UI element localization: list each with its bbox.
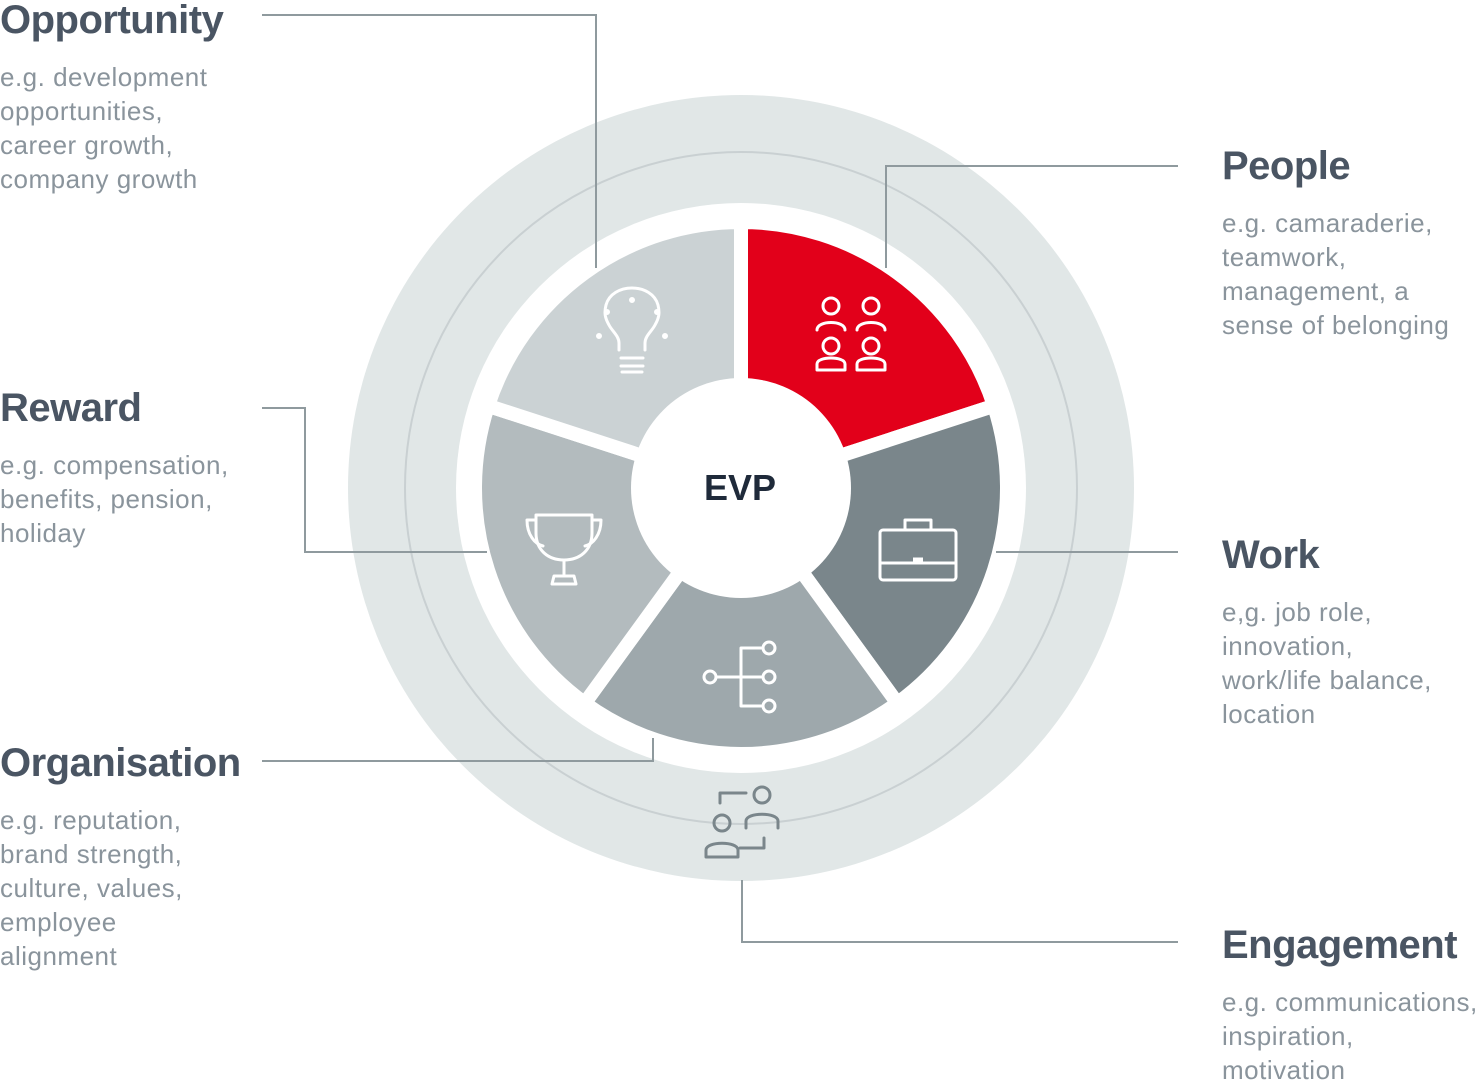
engagement-label: Engagement e.g. communications, inspirat… [1222,925,1478,1087]
organisation-label: Organisation e.g. reputation, brand stre… [0,743,241,973]
work-description: e,g. job role, innovation, work/life bal… [1222,597,1432,729]
briefcase-icon [878,518,958,582]
work-title: Work [1222,533,1320,577]
trophy-icon [525,513,603,586]
connector-opportunity [262,14,597,268]
outer-ring-line [404,151,1078,825]
engagement-title: Engagement [1222,923,1458,967]
organisation-title: Organisation [0,741,241,785]
work-label: Work e,g. job role, innovation, work/lif… [1222,535,1432,731]
connector-engagement [741,880,1178,943]
opportunity-description: e.g. development opportunities, career g… [0,62,208,194]
opportunity-title: Opportunity [0,0,224,42]
engagement-description: e.g. communications, inspiration, motiva… [1222,987,1478,1085]
center-label: EVP [703,467,777,508]
people-label: People e.g. camaraderie, teamwork, manag… [1222,146,1449,342]
org-chart-icon [702,640,777,714]
segment-organisation [574,476,908,761]
reward-description: e.g. compensation, benefits, pension, ho… [0,450,229,548]
lightbulb-icon [596,286,668,374]
reward-title: Reward [0,386,142,430]
center-circle [631,378,851,598]
people-description: e.g. camaraderie, teamwork, management, … [1222,208,1450,340]
people-group-icon [815,296,887,372]
opportunity-label: Opportunity e.g. development opportuniti… [0,0,224,196]
organisation-description: e.g. reputation, brand strength, culture… [0,805,183,971]
connector-reward [262,407,487,553]
connector-people [885,165,1178,268]
people-title: People [1222,144,1351,188]
connector-organisation [262,738,654,762]
engagement-people-icon [704,785,780,859]
reward-label: Reward e.g. compensation, benefits, pens… [0,388,229,550]
